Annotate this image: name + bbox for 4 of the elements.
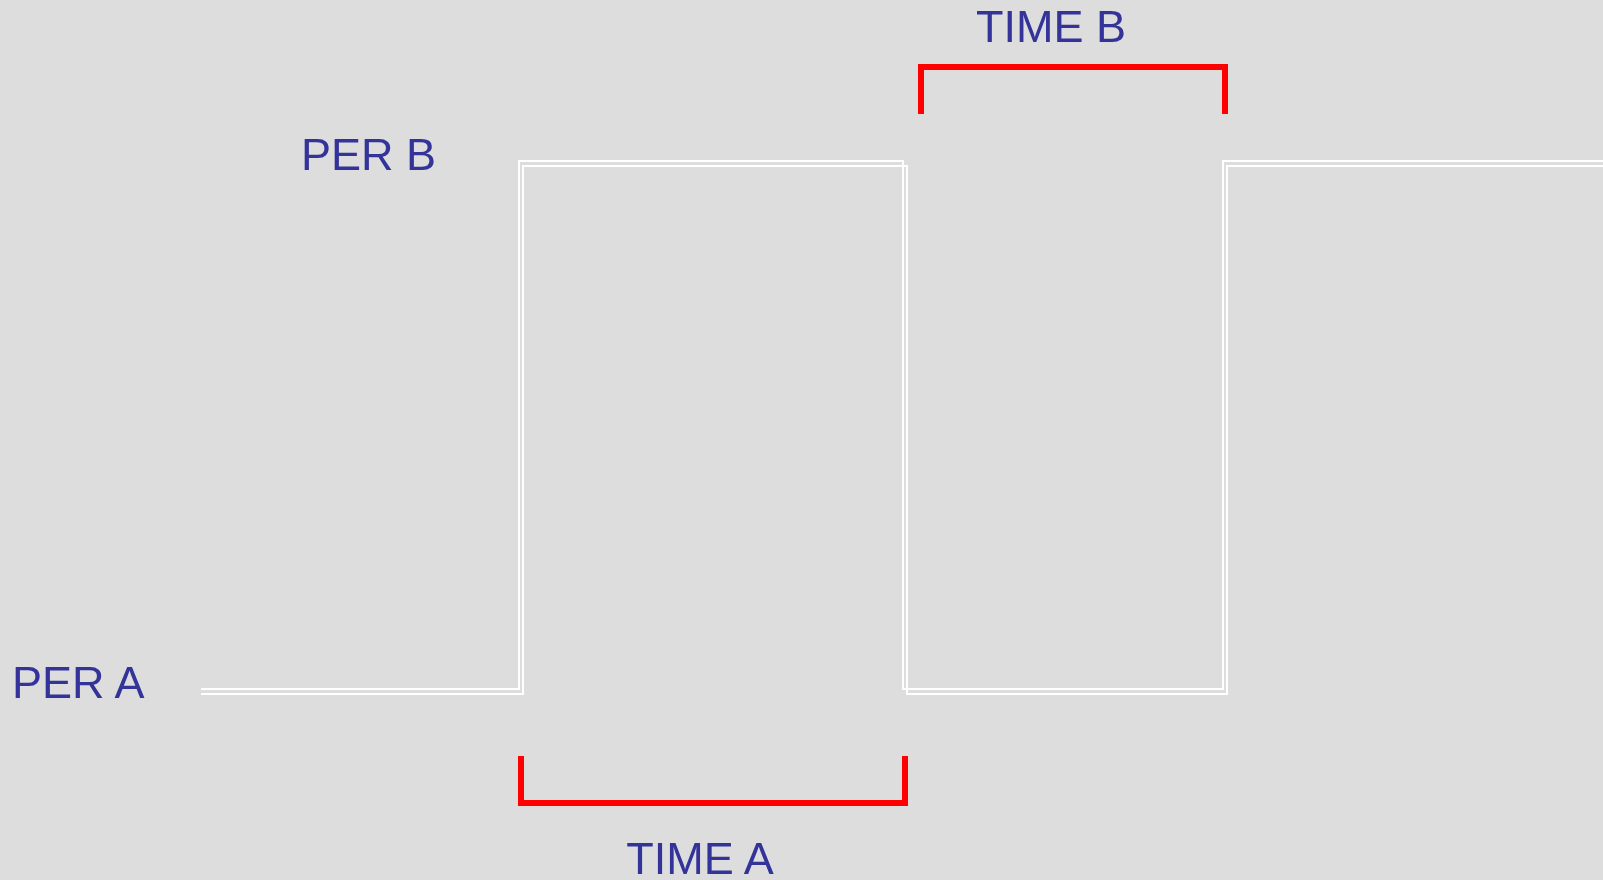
time-label: TIME B <box>976 2 1126 52</box>
signal-level-label: PER A <box>12 658 145 708</box>
signal-level-label: PER B <box>301 130 437 180</box>
time-label: TIME A <box>626 834 774 880</box>
